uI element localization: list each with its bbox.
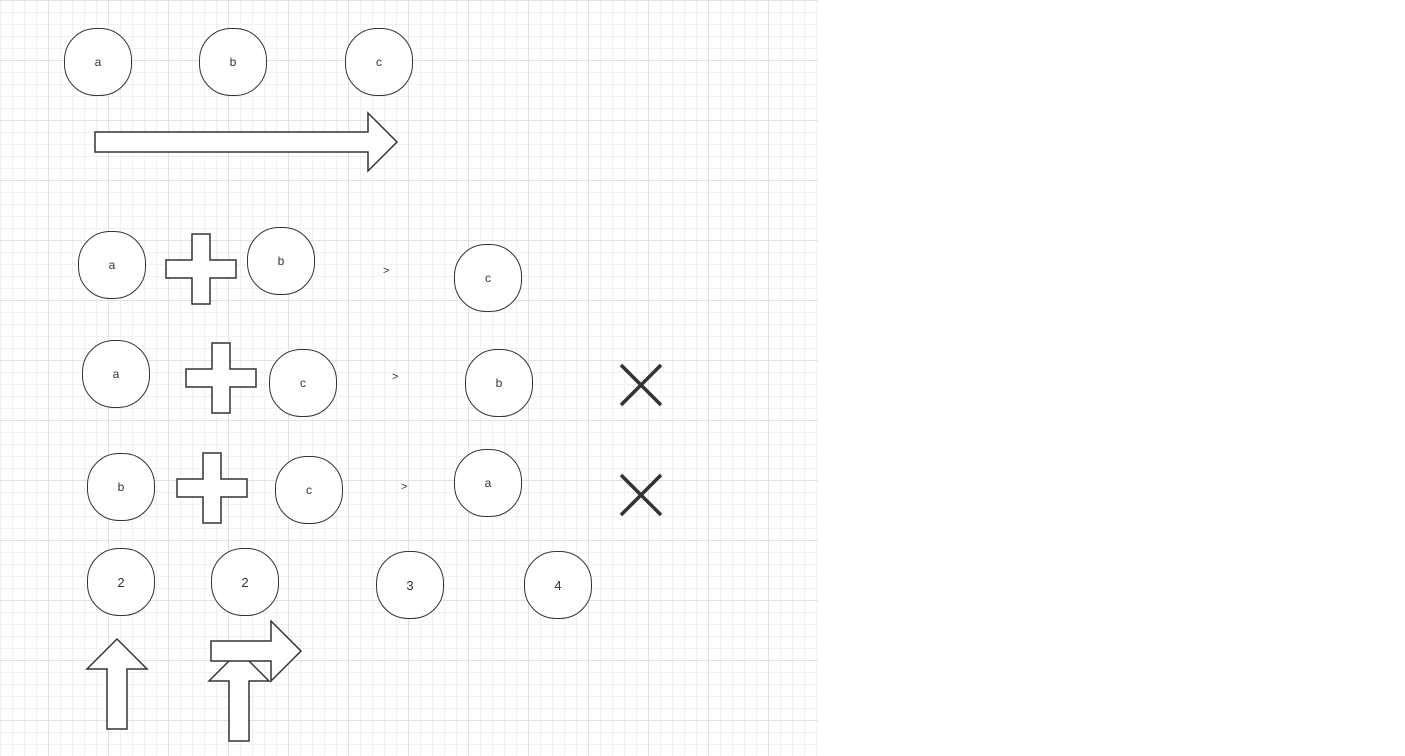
row3-left-node[interactable]: b (87, 453, 155, 521)
diagram-canvas: a b c a b > c a c > b b c > a 2 2 3 4 (0, 0, 818, 756)
header-node-c[interactable]: c (345, 28, 413, 96)
header-node-a[interactable]: a (64, 28, 132, 96)
header-node-b[interactable]: b (199, 28, 267, 96)
count-node[interactable]: 4 (524, 551, 592, 619)
up-arrow-icon[interactable] (206, 648, 272, 744)
up-arrow-icon[interactable] (85, 636, 151, 732)
cross-icon[interactable] (618, 472, 664, 518)
row1-middle-node[interactable]: b (247, 227, 315, 295)
row3-middle-node[interactable]: c (275, 456, 343, 524)
plus-icon[interactable] (184, 341, 258, 415)
row2-greater-than: > (392, 371, 399, 383)
count-node[interactable]: 2 (87, 548, 155, 616)
row2-right-node[interactable]: b (465, 349, 533, 417)
count-node[interactable]: 2 (211, 548, 279, 616)
cross-icon[interactable] (618, 362, 664, 408)
blank-area (818, 0, 1405, 756)
plus-icon[interactable] (175, 451, 249, 525)
row3-right-node[interactable]: a (454, 449, 522, 517)
row1-right-node[interactable]: c (454, 244, 522, 312)
count-node[interactable]: 3 (376, 551, 444, 619)
right-arrow-icon[interactable] (90, 108, 404, 176)
right-arrow-icon[interactable] (208, 618, 306, 686)
row2-left-node[interactable]: a (82, 340, 150, 408)
row1-greater-than: > (383, 265, 390, 277)
row3-greater-than: > (401, 481, 408, 493)
row1-left-node[interactable]: a (78, 231, 146, 299)
row2-middle-node[interactable]: c (269, 349, 337, 417)
plus-icon[interactable] (164, 232, 238, 306)
